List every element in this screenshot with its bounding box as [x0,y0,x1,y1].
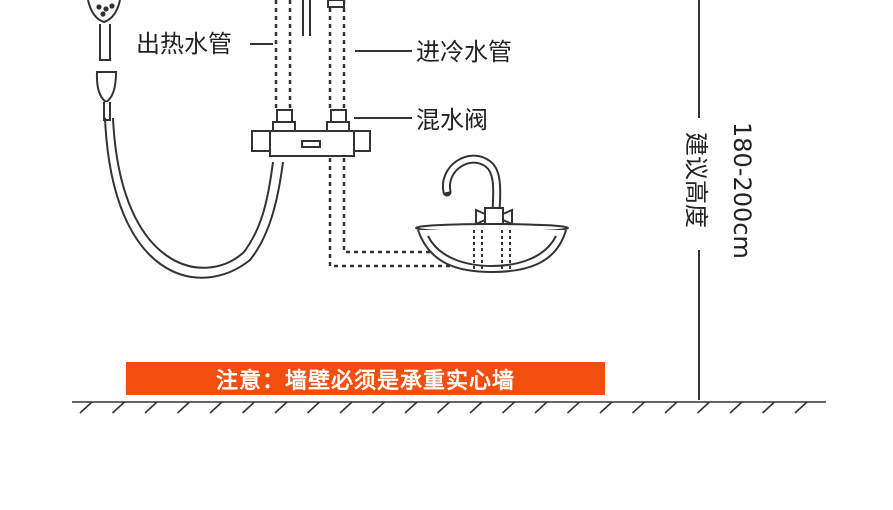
floor-hatch [599,401,613,414]
floor-hatch [111,401,126,414]
floor-hatch [631,401,646,414]
floor-hatch [79,401,93,414]
floor-hatch [566,401,581,414]
floor-line [72,401,826,414]
floor-hatch [404,401,418,414]
floor-hatch [501,401,516,414]
hot-pipe-label: 出热水管 [136,30,232,58]
floor-hatch [469,401,483,414]
floor-hatch [371,401,386,414]
floor-hatch [761,401,776,414]
floor-hatch [794,401,808,414]
floor-hatch [241,401,256,414]
shower-holder-icon [95,71,118,121]
floor-hatch [209,401,223,414]
height-value-label: 180-200cm [728,122,756,259]
faucet-icon [442,154,513,231]
warning-banner: 注意：墙壁必须是承重实心墙 [126,362,605,395]
mixing-valve-label: 混水阀 [416,106,488,134]
floor-hatch [339,401,353,414]
basin-icon [415,223,569,274]
suggested-height-label: 建议高度 [682,132,710,228]
floor-hatch [729,401,743,414]
riser-pipe-icon [302,0,311,36]
leader-lines [250,43,412,119]
floor-hatch [696,401,711,414]
floor-hatch [534,401,548,414]
floor-hatch [144,401,158,414]
floor-hatch [176,401,191,414]
floor-hatch [274,401,288,414]
warning-text: 注意：墙壁必须是承重实心墙 [215,368,515,394]
shower-hose-icon [104,117,284,279]
cold-pipe-icon [328,0,470,268]
mixing-valve-icon [251,109,371,157]
floor-hatch [436,401,451,414]
floor-hatch [306,401,321,414]
cold-pipe-label: 进冷水管 [416,38,512,66]
hot-pipe-icon [274,0,292,110]
floor-hatch [664,401,678,414]
shower-head-icon [87,0,121,61]
